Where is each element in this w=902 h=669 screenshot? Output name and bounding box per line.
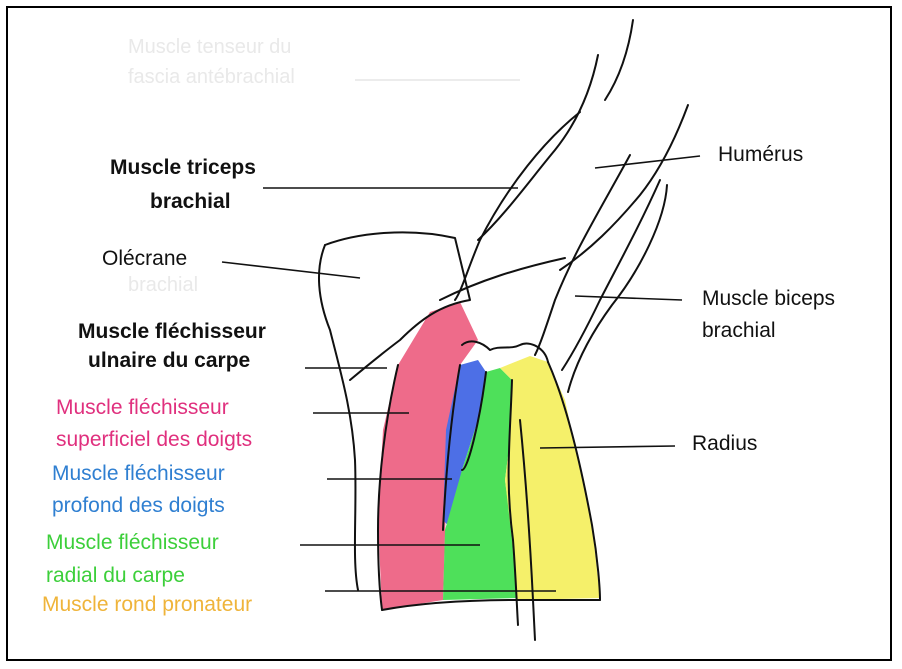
humerus-bone-outline bbox=[535, 155, 630, 355]
label-fdp-line2: profond des doigts bbox=[52, 490, 225, 522]
label-fcu-line1: Muscle fléchisseur bbox=[78, 316, 266, 348]
label-fcr-line2: radial du carpe bbox=[46, 560, 185, 592]
label-fds-line2: superficiel des doigts bbox=[56, 424, 252, 456]
label-triceps-line2: brachial bbox=[150, 186, 231, 218]
ulna-bottom-stroke bbox=[533, 600, 535, 640]
label-biceps-line2: brachial bbox=[702, 315, 776, 347]
biceps-tendon-outline bbox=[568, 185, 667, 392]
label-fds-line1: Muscle fléchisseur bbox=[56, 392, 229, 424]
label-fcr-line1: Muscle fléchisseur bbox=[46, 527, 219, 559]
leader-biceps bbox=[575, 296, 682, 300]
label-biceps-line1: Muscle biceps bbox=[702, 283, 835, 315]
label-tenseur-line2: fascia antébrachial bbox=[128, 62, 295, 92]
upper-arm-outline-far bbox=[605, 20, 633, 100]
label-radius: Radius bbox=[692, 428, 757, 460]
label-tenseur-line1: Muscle tenseur du bbox=[128, 32, 291, 62]
label-fcu-line2: ulnaire du carpe bbox=[88, 345, 250, 377]
humerus-shaft-outline bbox=[560, 105, 688, 270]
ulna-posterior-outline bbox=[319, 245, 358, 590]
label-humerus: Humérus bbox=[718, 139, 803, 171]
label-fdp-line1: Muscle fléchisseur bbox=[52, 458, 225, 490]
humerus-bone-outline-right bbox=[562, 180, 660, 370]
label-olecrane: Olécrane bbox=[102, 243, 187, 275]
leader-olecrane bbox=[222, 262, 360, 278]
leader-humerus bbox=[595, 156, 700, 168]
label-pronator: Muscle rond pronateur bbox=[42, 589, 252, 621]
label-triceps-line1: Muscle triceps bbox=[110, 152, 256, 184]
